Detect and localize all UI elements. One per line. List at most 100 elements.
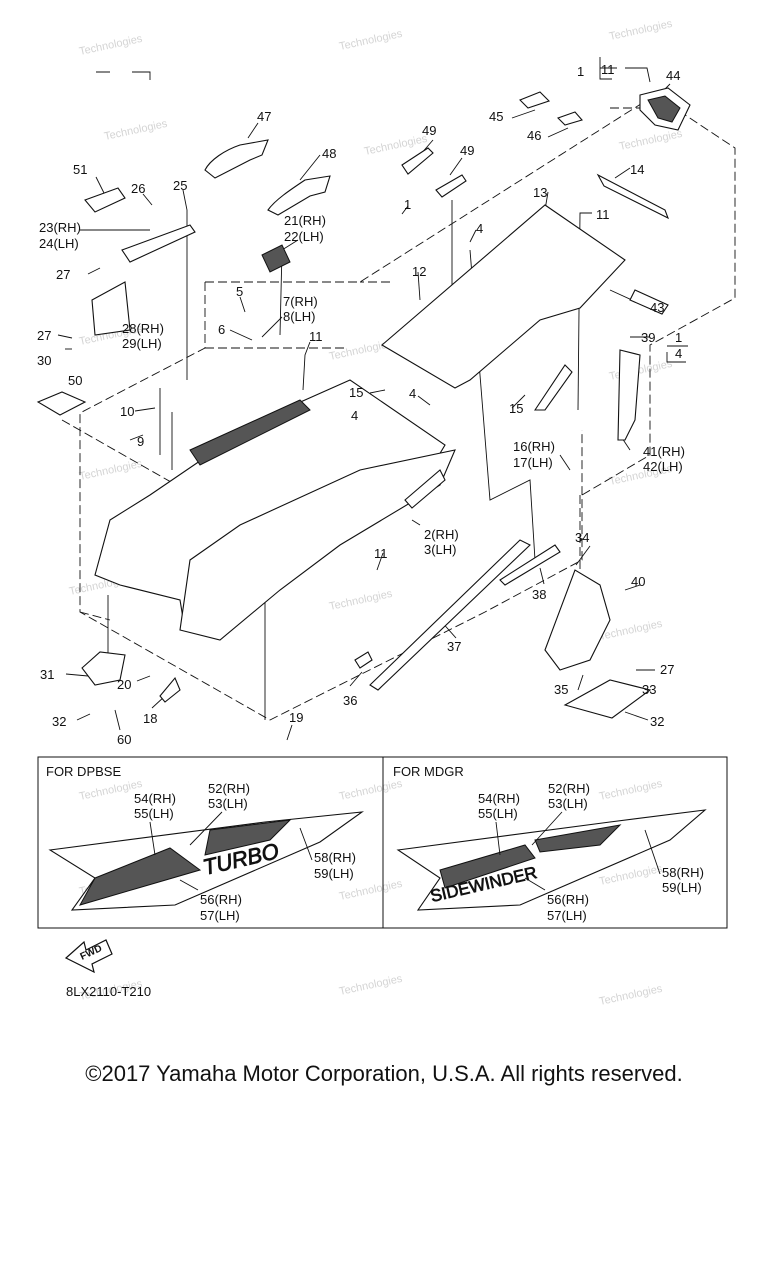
watermark-text: Technologies <box>608 18 674 43</box>
inset-label: 53(LH) <box>208 796 248 811</box>
callout-label: 49 <box>422 123 436 138</box>
callout-label: 7(RH) <box>283 294 318 309</box>
inset-label: 58(RH) <box>662 865 704 880</box>
callout-label: 42(LH) <box>643 459 683 474</box>
inset-label: 59(LH) <box>662 880 702 895</box>
callout-label: 24(LH) <box>39 236 79 251</box>
inset-label: 59(LH) <box>314 866 354 881</box>
callout-label: 43 <box>650 300 664 315</box>
callout-label: 16(RH) <box>513 439 555 454</box>
watermark-text: Technologies <box>618 128 684 153</box>
callout-label: 15 <box>349 385 363 400</box>
callout-label: 22(LH) <box>284 229 324 244</box>
inset-label: 57(LH) <box>547 908 587 923</box>
inset-label: 57(LH) <box>200 908 240 923</box>
callout-label: 32 <box>52 714 66 729</box>
callout-label: 44 <box>666 68 680 83</box>
callout-label: 2(RH) <box>424 527 459 542</box>
watermark-text: Technologies <box>328 338 394 363</box>
watermark-text: Technologies <box>328 588 394 613</box>
callout-label: 12 <box>412 264 426 279</box>
callout-label: 47 <box>257 109 271 124</box>
callout-label: 29(LH) <box>122 336 162 351</box>
parts <box>36 87 691 719</box>
callout-label: 40 <box>631 574 645 589</box>
watermark-text: Technologies <box>338 878 404 903</box>
callout-label: 31 <box>40 667 54 682</box>
callout-label: 30 <box>37 353 51 368</box>
watermark-text: Technologies <box>338 28 404 53</box>
inset-label: 52(RH) <box>548 781 590 796</box>
callout-label: 11 <box>601 62 615 77</box>
callout-label: 51 <box>73 162 87 177</box>
callout-label: 39 <box>641 330 655 345</box>
inset-label: 56(RH) <box>547 892 589 907</box>
inset-label: 55(LH) <box>134 806 174 821</box>
callout-label: 27 <box>660 662 674 677</box>
callout-label: 13 <box>533 185 547 200</box>
copyright-notice: ©2017 Yamaha Motor Corporation, U.S.A. A… <box>85 1061 683 1086</box>
callout-label: 10 <box>120 404 134 419</box>
watermark-text: Technologies <box>598 983 664 1008</box>
callout-label: 60 <box>117 732 131 747</box>
callout-label: 17(LH) <box>513 455 553 470</box>
callout-label: 11 <box>309 329 323 344</box>
callout-label: 25 <box>173 178 187 193</box>
callout-label: 18 <box>143 711 157 726</box>
fwd-arrow-icon: FWD <box>64 939 113 974</box>
callout-label: 41(RH) <box>643 444 685 459</box>
callout-label: 1 <box>404 197 411 212</box>
callout-label: 6 <box>218 322 225 337</box>
callout-label: 35 <box>554 682 568 697</box>
inset-title: FOR MDGR <box>393 764 464 779</box>
watermark-text: Technologies <box>338 973 404 998</box>
callout-label: 37 <box>447 639 461 654</box>
diagram-code: 8LX2110-T210 <box>66 984 151 999</box>
inset-label: 53(LH) <box>548 796 588 811</box>
callout-label: 33 <box>642 682 656 697</box>
callout-label: 27 <box>56 267 70 282</box>
callout-label: 4 <box>409 386 416 401</box>
callout-label: 21(RH) <box>284 213 326 228</box>
callout-label: 23(RH) <box>39 220 81 235</box>
decal-inset-box: FOR DPBSE TURBO 54(RH) 55(LH) 52(RH) 53(… <box>37 756 728 929</box>
callout-label: 27 <box>37 328 51 343</box>
callout-label: 15 <box>509 401 523 416</box>
callout-label: 45 <box>489 109 503 124</box>
callout-label: 19 <box>289 710 303 725</box>
callout-label: 34 <box>575 530 589 545</box>
watermark-text: Technologies <box>598 778 664 803</box>
inset-label: 54(RH) <box>478 791 520 806</box>
watermark-text: Technologies <box>103 118 169 143</box>
callout-label: 20 <box>117 677 131 692</box>
callout-label: 4 <box>351 408 358 423</box>
callout-label: 8(LH) <box>283 309 316 324</box>
inset-label: 54(RH) <box>134 791 176 806</box>
callout-label: 4 <box>476 221 483 236</box>
callout-label: 26 <box>131 181 145 196</box>
inset-title: FOR DPBSE <box>46 764 121 779</box>
callout-label: 46 <box>527 128 541 143</box>
inset-mdgr: FOR MDGR SIDEWINDER 54(RH) 55(LH) 52(RH)… <box>393 764 707 923</box>
callout-label: 1 <box>577 64 584 79</box>
callout-label: 36 <box>343 693 357 708</box>
watermark-text: Technologies <box>78 33 144 58</box>
callout-label: 11 <box>374 546 388 561</box>
callout-labels: 1 11 44 45 46 47 48 49 49 51 26 25 23(RH… <box>37 62 685 747</box>
callout-label: 3(LH) <box>424 542 457 557</box>
inset-label: 55(LH) <box>478 806 518 821</box>
inset-label: 52(RH) <box>208 781 250 796</box>
callout-label: 14 <box>630 162 644 177</box>
callout-label: 11 <box>596 207 610 222</box>
callout-label: 28(RH) <box>122 321 164 336</box>
watermark-text: Technologies <box>338 778 404 803</box>
callout-label: 32 <box>650 714 664 729</box>
assembly-outline <box>61 94 736 721</box>
callout-label: 1 <box>675 330 682 345</box>
callout-label: 4 <box>675 346 682 361</box>
callout-label: 5 <box>236 284 243 299</box>
callout-label: 48 <box>322 146 336 161</box>
inset-label: 56(RH) <box>200 892 242 907</box>
callout-label: 49 <box>460 143 474 158</box>
